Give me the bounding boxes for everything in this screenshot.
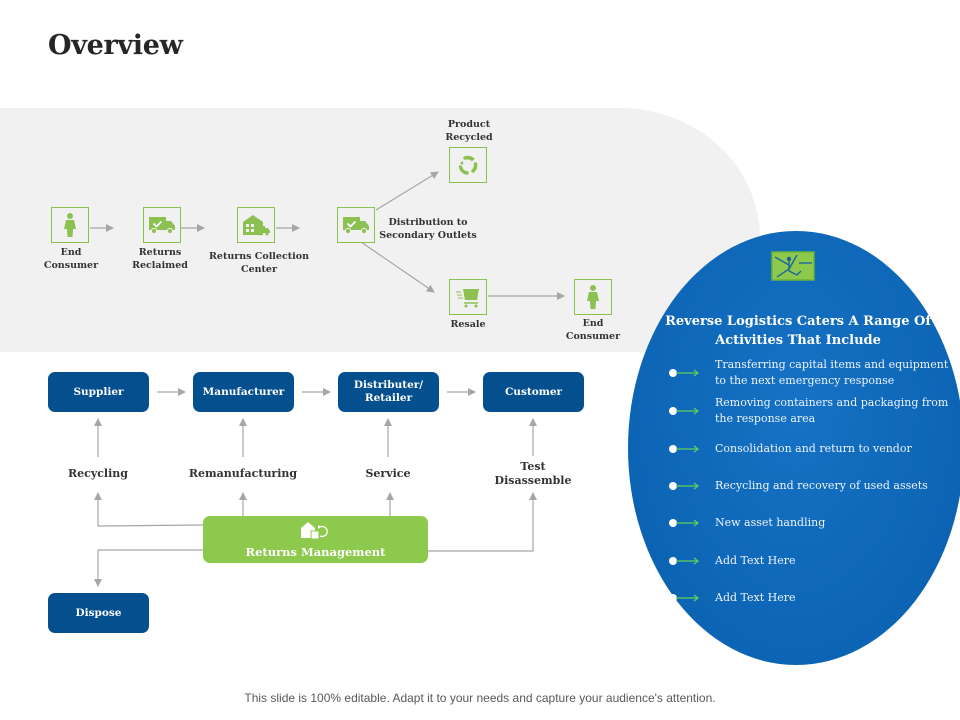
item-text: Transferring capital items and equipment — [715, 358, 949, 371]
label-line: End — [582, 318, 604, 329]
label-line: Reclaimed — [132, 260, 188, 271]
label-line: Service — [365, 467, 411, 480]
label-line: Consumer — [565, 331, 621, 342]
bullet-arrow-icon — [669, 445, 699, 453]
service-label: Service — [365, 467, 410, 481]
product-recycled-label: Product Recycled — [445, 118, 492, 144]
label-line: Test — [520, 460, 546, 473]
arrow-distribution-to-resale — [360, 241, 435, 293]
returns-reclaimed-label: Returns Reclaimed — [132, 246, 188, 272]
customer-box: Customer — [483, 372, 584, 412]
bullet-arrow-icon — [669, 519, 699, 527]
recycle-icon — [458, 155, 478, 175]
panel-list-item: Transferring capital items and equipment… — [667, 357, 957, 389]
end-consumer-2-node — [574, 279, 612, 315]
end-consumer-node — [51, 207, 89, 243]
activities-panel — [628, 231, 960, 665]
truck-check-icon — [343, 217, 369, 235]
supplier-box: Supplier — [48, 372, 149, 412]
label-line: Distribution to — [388, 217, 468, 228]
box-label: Dispose — [75, 606, 122, 619]
panel-title-line: Activities That Include — [715, 333, 881, 348]
page-title: Overview — [48, 30, 183, 61]
panel-title: Reverse Logistics Caters A Range Of Acti… — [650, 312, 946, 350]
arrow-returns-to-test — [428, 492, 537, 552]
dispose-box: Dispose — [48, 593, 149, 633]
truck-check-icon — [149, 217, 175, 235]
returns-management-label: Returns Management — [245, 545, 386, 559]
end-consumer-label: End Consumer — [44, 246, 98, 272]
returns-collection-center-label: Returns Collection Center — [209, 250, 309, 276]
label-line: Recycled — [445, 132, 493, 143]
box-label: Supplier — [73, 385, 124, 398]
returns-management-box: Returns Management — [203, 516, 428, 563]
arrow-returns-to-recycling — [94, 492, 204, 527]
bullet-arrow-icon — [669, 594, 699, 602]
label-line: Returns — [138, 247, 182, 258]
bullet-arrow-icon — [669, 407, 699, 415]
label-line: Resale — [450, 319, 486, 330]
resale-node — [449, 279, 487, 315]
panel-list-item: Recycling and recovery of used assets — [667, 478, 957, 494]
box-label: Manufacturer — [202, 385, 285, 398]
person-icon — [64, 213, 76, 237]
distribution-label: Distribution to Secondary Outlets — [379, 216, 477, 242]
panel-list-item: Add Text Here — [667, 590, 957, 606]
item-text: Removing containers and packaging from — [715, 396, 949, 409]
distributer-retailer-box: Distributer/ Retailer — [338, 372, 439, 412]
test-disassemble-label: Test Disassemble — [495, 460, 572, 488]
distribution-node — [337, 207, 375, 243]
manufacturer-box: Manufacturer — [193, 372, 294, 412]
panel-list-item: Add Text Here — [667, 553, 957, 569]
bullet-arrow-icon — [669, 482, 699, 490]
item-text: Consolidation and return to vendor — [715, 442, 912, 455]
warehouse-icon — [243, 215, 270, 236]
returns-reclaimed-node — [143, 207, 181, 243]
item-text: Add Text Here — [715, 591, 796, 604]
label-line: Product — [447, 119, 491, 130]
end-consumer-2-label: End Consumer — [566, 317, 620, 343]
arrow-returns-to-dispose — [94, 549, 203, 587]
footer-note: This slide is 100% editable. Adapt it to… — [244, 691, 716, 705]
box-label: Retailer — [364, 392, 413, 404]
label-line: Recycling — [68, 467, 128, 480]
returns-collection-center-node — [237, 207, 275, 243]
arrow-distribution-to-recycled — [375, 171, 439, 211]
box-label: Distributer/ — [353, 379, 424, 391]
bullet-arrow-icon — [669, 369, 699, 377]
panel-list-item: New asset handling — [667, 515, 957, 531]
label-line: Center — [241, 264, 277, 275]
panel-list-item: Consolidation and return to vendor — [667, 441, 957, 457]
item-text: to the next emergency response — [715, 374, 895, 387]
item-text: Add Text Here — [715, 554, 796, 567]
label-line: Secondary Outlets — [379, 230, 477, 241]
panel-list-item: Removing containers and packaging from th… — [667, 395, 957, 427]
resale-label: Resale — [450, 318, 485, 331]
person-icon — [587, 285, 599, 309]
item-text: Recycling and recovery of used assets — [715, 479, 928, 492]
bullet-arrow-icon — [669, 557, 699, 565]
label-line: Remanufacturing — [188, 467, 298, 480]
label-line: Consumer — [43, 260, 99, 271]
item-text: the response area — [715, 412, 816, 425]
remanufacturing-label: Remanufacturing — [189, 467, 297, 481]
top-flow-background — [0, 108, 760, 352]
label-line: End — [60, 247, 82, 258]
cart-icon — [456, 289, 479, 308]
item-text: New asset handling — [715, 516, 826, 529]
returns-house-icon — [301, 522, 328, 540]
box-label: Customer — [504, 385, 563, 398]
label-line: Returns Collection — [209, 251, 309, 262]
map-route-icon — [771, 251, 815, 281]
panel-title-line: Reverse Logistics Caters A Range Of — [665, 314, 931, 329]
label-line: Disassemble — [494, 474, 572, 487]
recycling-label: Recycling — [68, 467, 128, 481]
product-recycled-node — [449, 147, 487, 183]
